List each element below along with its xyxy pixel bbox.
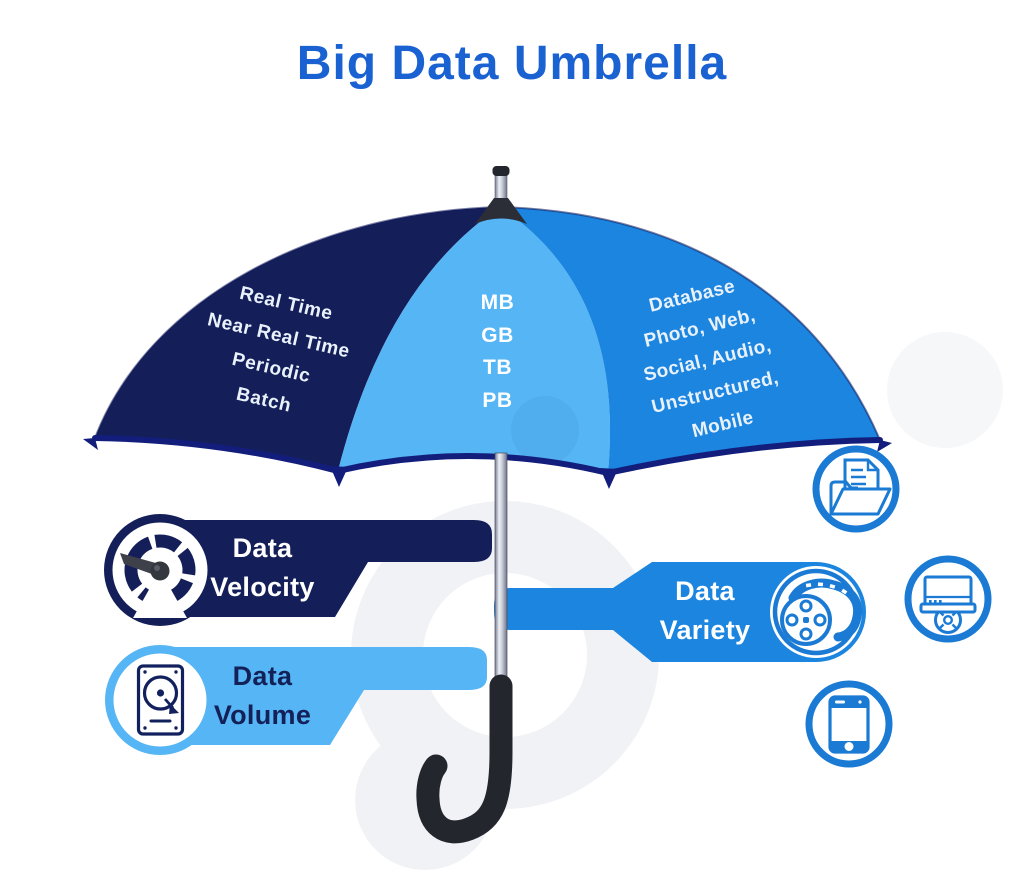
data-variety-label: Data Variety [659, 576, 751, 645]
volume-line: GB [481, 323, 514, 347]
volume-panel-text: MB GB TB PB [440, 287, 555, 417]
canopy-panel-variety [500, 207, 880, 473]
film-reel-icon [780, 578, 863, 646]
banner-data-variety [494, 562, 866, 662]
banner-data-volume [105, 645, 487, 755]
canopy-panel-volume [338, 207, 611, 473]
banner-data-velocity [104, 514, 492, 626]
canopy-trim [92, 435, 883, 477]
umbrella-handle [416, 674, 513, 844]
volume-line: PB [482, 388, 513, 412]
smartphone-icon [805, 680, 893, 768]
umbrella-pole [494, 452, 508, 692]
documents-folder-icon [812, 445, 900, 533]
volume-line: MB [480, 291, 515, 314]
umbrella-canopy [83, 205, 892, 489]
page-title: Big Data Umbrella [296, 37, 728, 90]
hard-drive-icon [136, 664, 185, 736]
canopy-panel-velocity [95, 207, 500, 471]
monitor-disc-icon [904, 555, 992, 643]
umbrella-ferrule [475, 166, 527, 224]
speedometer-icon [120, 534, 196, 618]
data-velocity-label: Data Velocity [210, 533, 315, 602]
volume-line: TB [483, 356, 512, 379]
data-volume-label: Data Volume [213, 661, 312, 730]
